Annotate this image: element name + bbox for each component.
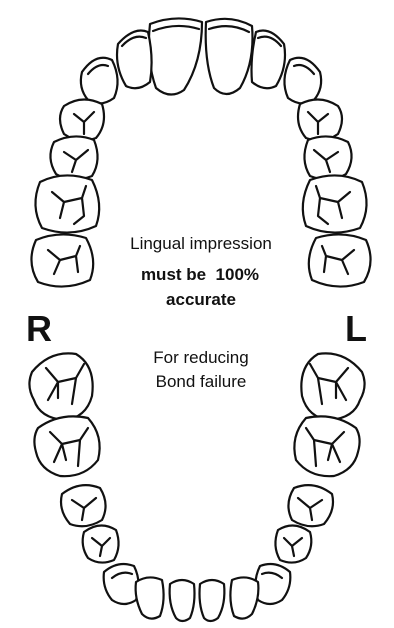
lower-central-incisor-right-tooth [170,580,195,621]
upper-first-premolar-right-tooth [60,99,104,140]
annotation-line-1: Lingual impression [100,234,302,254]
upper-second-premolar-right-tooth [50,136,97,179]
lower-canine-right-tooth [104,564,139,604]
upper-first-molar-right-tooth [35,175,99,232]
annotation-line-5: Bond failure [100,372,302,392]
upper-central-incisor-left-tooth [206,19,253,94]
lower-lateral-incisor-left-tooth [230,577,258,618]
annotation-line-4: For reducing [100,348,302,368]
lower-second-premolar-right-tooth [83,525,119,562]
right-side-label: R [26,308,52,350]
lower-second-molar-left-tooth [294,416,359,476]
lower-lateral-incisor-right-tooth [136,577,164,618]
lower-molar-right-tooth [29,353,92,420]
lower-premolar-left-tooth [288,485,333,526]
left-side-label: L [345,308,367,350]
upper-first-molar-left-tooth [303,175,367,232]
upper-central-incisor-right-tooth [149,18,202,94]
upper-canine-left-tooth [284,58,321,104]
upper-lateral-incisor-right-tooth [117,31,152,89]
lower-central-incisor-left-tooth [200,580,225,621]
upper-first-premolar-left-tooth [298,99,342,140]
lower-premolar-right-tooth [61,485,106,526]
upper-second-molar-left-tooth [309,234,371,286]
upper-second-molar-right-tooth [31,234,93,286]
upper-canine-right-tooth [81,58,118,104]
lower-second-premolar-left-tooth [275,525,311,562]
lower-second-molar-right-tooth [34,416,99,476]
upper-lateral-incisor-left-tooth [252,31,286,89]
upper-second-premolar-left-tooth [304,136,351,179]
annotation-line-2: must be 100% [100,265,300,285]
lower-molar-left-tooth [301,353,364,420]
lower-canine-left-tooth [255,564,290,604]
annotation-line-3: accurate [100,290,302,310]
